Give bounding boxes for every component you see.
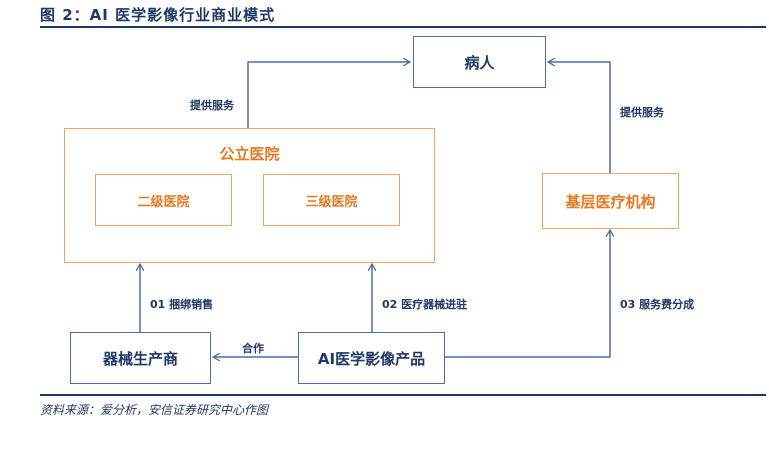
label-ai-to-hospital: 02 医疗器械进驻: [382, 298, 468, 311]
label-maker-to-hospital: 01 捆绑销售: [150, 298, 214, 311]
label-hospital-to-patient: 提供服务: [190, 99, 234, 112]
figure-source: 资料来源：爱分析，安信证券研究中心作图: [40, 403, 269, 417]
figure-title: 图 2：AI 医学影像行业商业模式: [40, 6, 276, 24]
node-patient: 病人: [413, 36, 546, 88]
label-ai-to-primary: 03 服务费分成: [620, 298, 695, 311]
node-primary-care: 基层医疗机构: [542, 173, 679, 229]
bottom-divider: [40, 394, 766, 396]
label-primary-to-patient: 提供服务: [620, 106, 664, 119]
label-ai-to-maker: 合作: [242, 342, 264, 355]
node-public-hospital: 公立医院: [219, 145, 280, 163]
node-tertiary-hospital: 三级医院: [263, 174, 400, 226]
node-device-maker: 器械生产商: [70, 332, 211, 384]
node-ai-product: AI医学影像产品: [298, 332, 445, 384]
edge-ai-to-primary: [445, 230, 610, 358]
edge-primary-to-patient: [548, 62, 611, 173]
top-divider: [40, 26, 766, 28]
node-secondary-hospital: 二级医院: [95, 174, 232, 226]
edge-hospital-to-patient: [247, 62, 410, 128]
node-public-hospital-group: 公立医院: [64, 128, 435, 263]
